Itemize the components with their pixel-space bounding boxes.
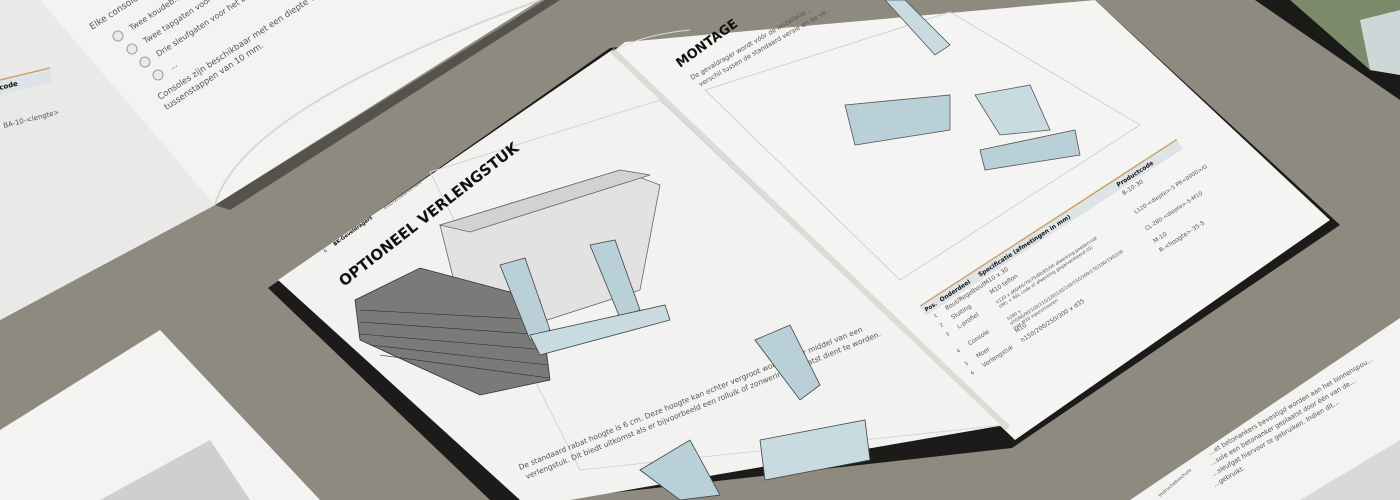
row-pos: 4 (956, 348, 962, 355)
table-header-band (920, 140, 1183, 316)
row-pos: 1 (933, 313, 939, 320)
step-badge (126, 43, 138, 55)
extension-illustration (354, 169, 671, 396)
row-pos: 2 (939, 322, 945, 329)
photo-brochure (1255, 0, 1400, 100)
left-brochure: Elke console Twee koudeb... Twee tapgate… (0, 0, 560, 320)
page-number: 6 (323, 248, 329, 255)
step-badge (112, 30, 124, 42)
main-left-page: 6 BK-Geveldragers Instructiebrochure OPT… (278, 50, 1007, 500)
bottom-left-brochure (0, 330, 320, 500)
main-right-page: MONTAGE De gevaldrager wordt vóór de ins… (611, 0, 1330, 440)
accent-line (919, 138, 1178, 307)
bottom-right-brochure: Instructiebrochure ...et betonankers bev… (1130, 318, 1400, 500)
step-badge (139, 56, 151, 68)
row-pos: 3 (945, 331, 951, 338)
step-badge (152, 69, 164, 81)
bracket-illustration (639, 324, 871, 500)
row-pos: 6 (970, 370, 976, 377)
list-item: ... (168, 60, 179, 72)
row-pos: 5 (964, 361, 970, 368)
montage-illustration (844, 0, 1081, 171)
